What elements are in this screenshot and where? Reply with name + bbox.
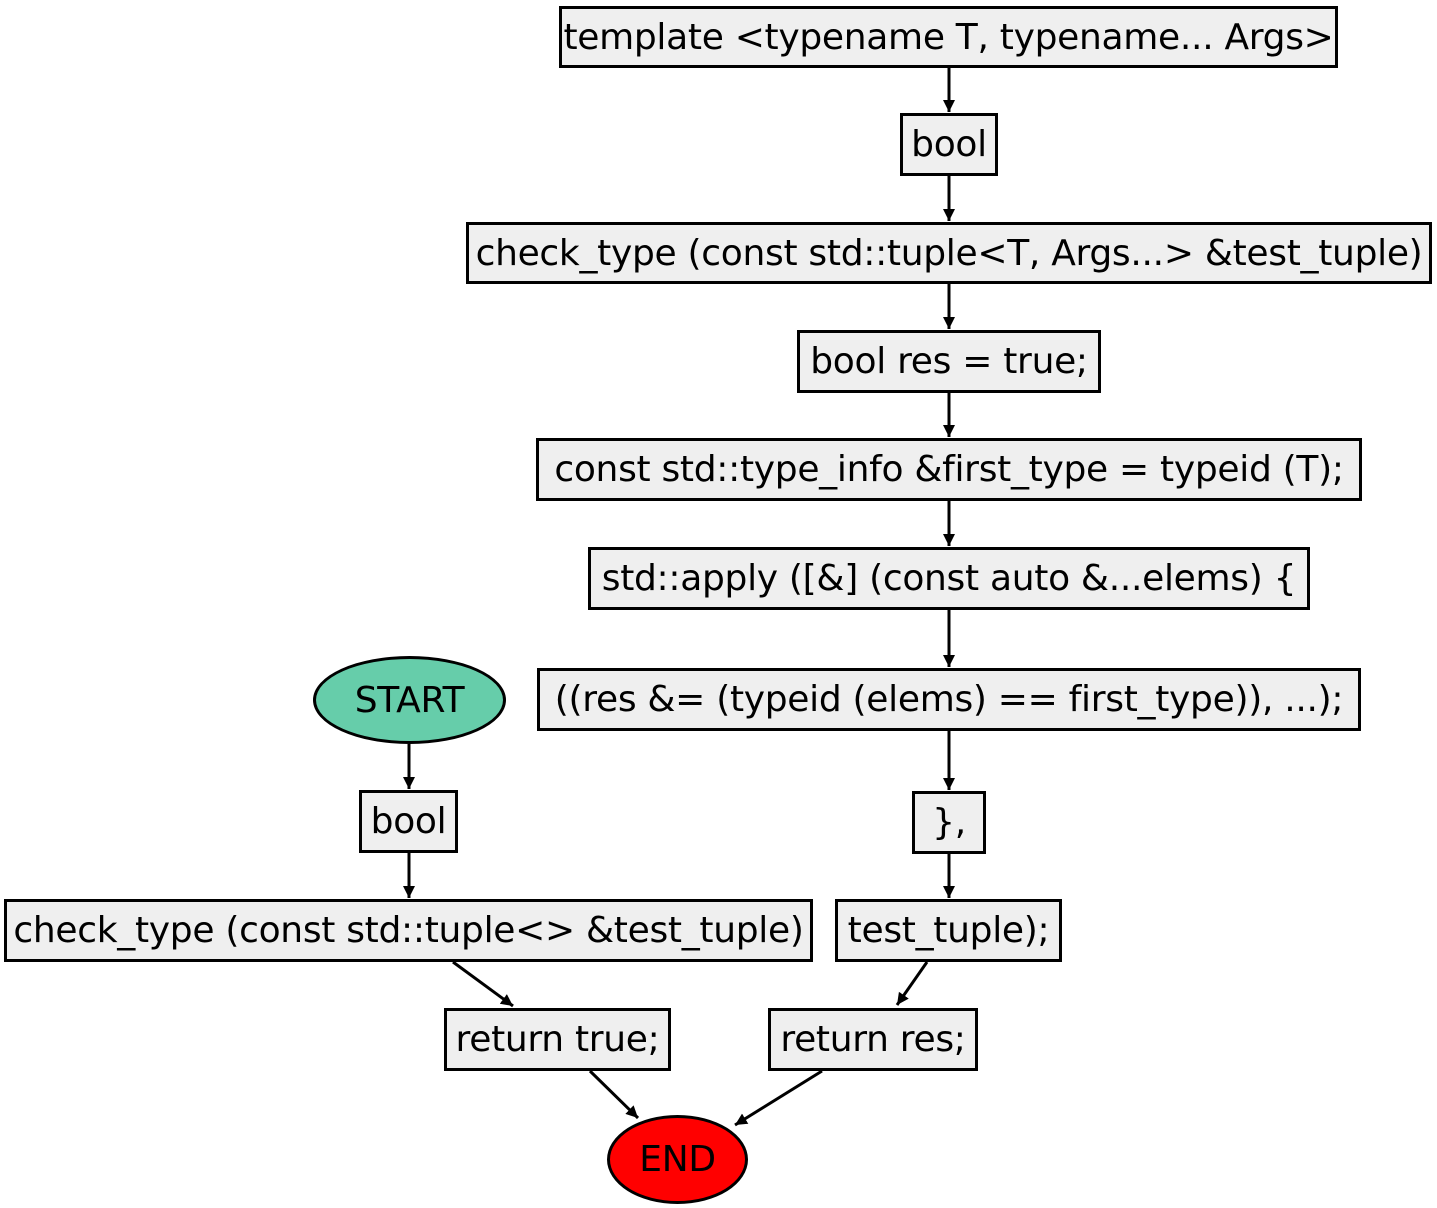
node-bool-right: bool (900, 113, 998, 176)
node-end: END (607, 1115, 748, 1204)
node-fold-expression: ((res &= (typeid (elems) == first_type))… (537, 668, 1361, 731)
node-start: START (313, 656, 506, 744)
node-return-res: return res; (768, 1008, 978, 1071)
node-bool-left: bool (359, 790, 458, 853)
edge-return-true-to-end (588, 1069, 640, 1120)
node-check-type-empty: check_type (const std::tuple<> &test_tup… (4, 899, 813, 962)
edge-return-res-to-end (734, 1069, 823, 1127)
edge-test-tuple-to-return-res (895, 961, 929, 1006)
edge-check-type-empty-to-return-true (452, 960, 514, 1008)
node-bool-res: bool res = true; (797, 330, 1101, 393)
node-template: template <typename T, typename... Args> (559, 6, 1338, 68)
node-return-true: return true; (444, 1008, 671, 1071)
node-std-apply: std::apply ([&] (const auto &...elems) { (588, 547, 1310, 610)
node-first-type: const std::type_info &first_type = typei… (536, 438, 1362, 501)
node-check-type-template: check_type (const std::tuple<T, Args...>… (466, 222, 1432, 284)
node-test-tuple: test_tuple); (835, 899, 1062, 962)
node-close-brace: }, (912, 791, 986, 854)
